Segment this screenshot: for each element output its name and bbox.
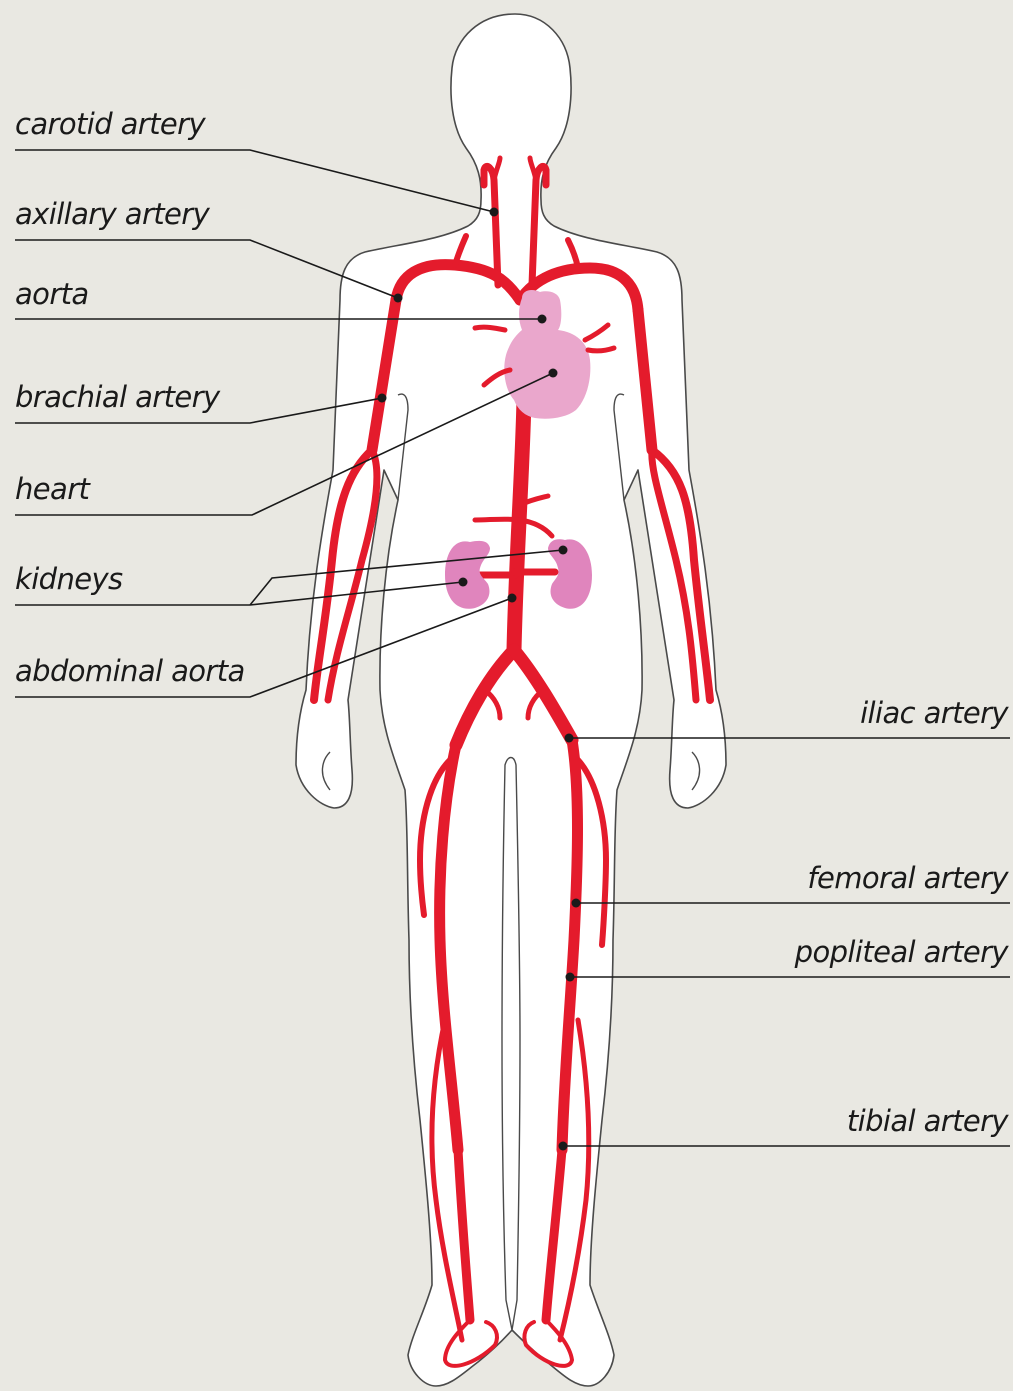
femoral-dot: [572, 899, 581, 908]
iliac-dot: [565, 734, 574, 743]
body-outline: [296, 14, 726, 1386]
label-femoral-artery: femoral artery: [807, 861, 1009, 895]
heart-dot: [549, 369, 558, 378]
label-abdominal-aorta: abdominal aorta: [15, 654, 245, 688]
label-heart: heart: [15, 472, 92, 506]
carotid-dot: [490, 208, 499, 217]
popliteal-dot: [566, 973, 575, 982]
kidney-right-dot: [559, 546, 568, 555]
kidney-left-dot: [459, 578, 468, 587]
label-aorta: aorta: [15, 277, 89, 311]
aorta-dot: [538, 315, 547, 324]
descending-aorta: [514, 400, 524, 650]
label-brachial-artery: brachial artery: [15, 380, 221, 414]
label-kidneys: kidneys: [15, 562, 123, 596]
label-axillary-artery: axillary artery: [15, 197, 211, 231]
label-iliac-artery: iliac artery: [860, 696, 1009, 730]
coronary-branch-1: [475, 327, 505, 330]
label-carotid-artery: carotid artery: [15, 107, 206, 141]
body-silhouette: [296, 14, 726, 1386]
brachial-dot: [378, 394, 387, 403]
axillary-dot: [394, 294, 403, 303]
coronary-branch-4: [588, 348, 614, 351]
abdominal-dot: [508, 594, 517, 603]
tibial-dot: [559, 1142, 568, 1151]
upper-abdominal-branch-left: [475, 519, 520, 520]
label-popliteal-artery: popliteal artery: [794, 935, 1010, 969]
label-tibial-artery: tibial artery: [847, 1104, 1010, 1138]
